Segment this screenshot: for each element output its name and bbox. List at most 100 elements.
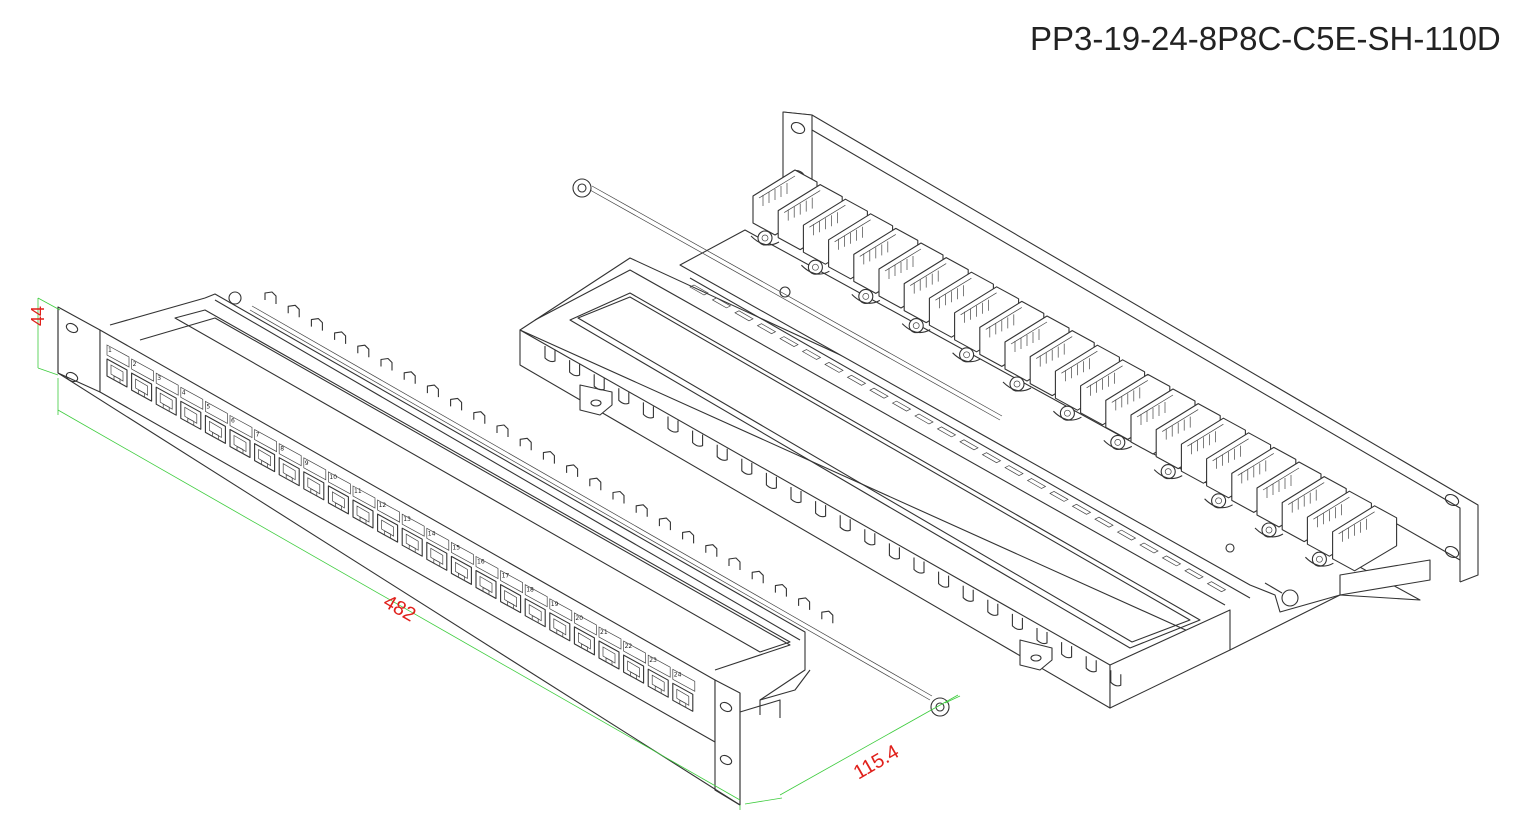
rj45-port: 2 — [131, 358, 154, 402]
tray-notch — [790, 413, 934, 504]
rj45-port: 23 — [647, 654, 671, 698]
rj45-port: 21 — [598, 626, 622, 670]
port-number-label: 15 — [452, 544, 460, 551]
ground-wire — [249, 309, 931, 701]
rj45-port: 4 — [180, 386, 204, 430]
rj45-port: 22 — [623, 640, 646, 684]
cable-tie-slot — [658, 517, 671, 531]
port-number-label: 11 — [354, 488, 362, 495]
module-screw-icon — [851, 288, 881, 304]
module-screw-icon — [750, 230, 780, 246]
idc-module — [1332, 505, 1398, 572]
tray-notch — [1036, 542, 1159, 645]
module-screw-icon — [1002, 376, 1032, 392]
cable-tie-slot — [403, 371, 416, 384]
cable-tie-slot — [426, 384, 439, 398]
cable-tie-slot — [589, 477, 602, 491]
cable-tie-slot — [566, 464, 579, 477]
port-number-label: 8 — [280, 446, 284, 453]
cable-tie-slot — [310, 318, 323, 331]
tray-notch — [888, 465, 1024, 560]
tray-notch — [839, 439, 979, 532]
tray-notch — [741, 387, 889, 475]
port-number-label: 1 — [108, 347, 112, 354]
cable-tie-slot — [542, 451, 555, 464]
cable-tie-slot — [821, 610, 834, 624]
ground-screw-icon — [228, 291, 242, 305]
rj45-port: 11 — [352, 485, 376, 529]
module-screw-icon — [1103, 434, 1133, 450]
rj45-port: 9 — [303, 457, 327, 501]
port-number-label: 14 — [428, 530, 436, 537]
port-number-label: 19 — [551, 601, 559, 608]
tray-notch — [987, 516, 1114, 616]
rj45-port: 20 — [573, 612, 597, 656]
port-number-label: 6 — [231, 418, 235, 425]
cable-tie-slot — [264, 291, 277, 304]
rj45-port: 18 — [524, 584, 548, 628]
port-number-label: 22 — [625, 643, 633, 650]
cable-tie-slot — [496, 424, 509, 437]
module-screw-icon — [801, 259, 830, 275]
cable-tie-slot — [380, 357, 393, 371]
port-number-label: 7 — [256, 432, 260, 439]
cable-tie-slot — [705, 544, 718, 557]
cable-tie-slot — [751, 570, 764, 584]
rj45-port: 6 — [229, 414, 253, 459]
cable-tie-slot — [473, 411, 486, 424]
ground-ring-terminal-icon-right — [572, 178, 592, 198]
model-title: PP3-19-24-8P8C-C5E-SH-110D — [1030, 20, 1501, 57]
tray-notch — [815, 426, 957, 518]
idc-module-row — [750, 169, 1398, 572]
module-screw-icon — [1153, 464, 1183, 480]
port-number-label: 16 — [477, 559, 485, 566]
rj45-port: 15 — [450, 541, 474, 585]
module-screw-icon — [1053, 405, 1082, 421]
cable-tie-slot — [774, 584, 787, 597]
port-number-label: 3 — [157, 375, 161, 382]
cable-tie-slot — [287, 304, 300, 318]
width-dimension: 482 — [379, 591, 419, 627]
port-number-label: 20 — [575, 615, 583, 622]
ground-ring-terminal-icon — [930, 697, 950, 717]
tray-notch — [692, 362, 844, 447]
module-screw-icon — [901, 318, 931, 334]
rj45-port: 5 — [204, 400, 228, 444]
rj45-port: 1 — [106, 344, 130, 388]
tray-notch — [1061, 555, 1182, 659]
tray-notch — [1085, 568, 1204, 673]
cable-tie-slot — [728, 557, 741, 570]
tray-notch — [938, 491, 1069, 588]
tray-notch — [569, 297, 732, 377]
rj45-port: 8 — [278, 443, 302, 487]
tray-notch — [593, 310, 754, 391]
rj45-port: 13 — [401, 513, 425, 557]
tray-notch — [864, 452, 1002, 546]
module-screw-icon — [1305, 551, 1334, 567]
port-number-label: 17 — [502, 573, 510, 580]
height-dimension: 44 — [28, 306, 48, 326]
module-screw-icon — [1254, 522, 1284, 538]
rj45-port: 19 — [549, 598, 573, 642]
cable-tie-slot — [450, 397, 463, 411]
rear-cover-tray — [519, 257, 1351, 709]
port-number-label: 4 — [182, 389, 186, 396]
port-number-label: 24 — [674, 671, 682, 678]
rj45-port: 16 — [475, 555, 499, 600]
cable-tie-slot — [798, 597, 811, 610]
rj45-port: 10 — [327, 471, 351, 515]
rear-panel-assembly — [572, 111, 1479, 613]
cable-tie-slot — [635, 504, 648, 517]
depth-dimension: 115.4 — [850, 741, 903, 784]
tray-notch — [1110, 581, 1227, 687]
cable-tie-slot — [519, 437, 532, 451]
port-number-label: 9 — [305, 460, 309, 467]
port-number-label: 13 — [403, 516, 411, 523]
rj45-port: 17 — [500, 570, 523, 614]
tray-notch — [765, 400, 912, 490]
port-number-label: 12 — [379, 502, 387, 509]
rj45-port: 14 — [426, 527, 450, 571]
port-number-label: 18 — [526, 587, 534, 594]
